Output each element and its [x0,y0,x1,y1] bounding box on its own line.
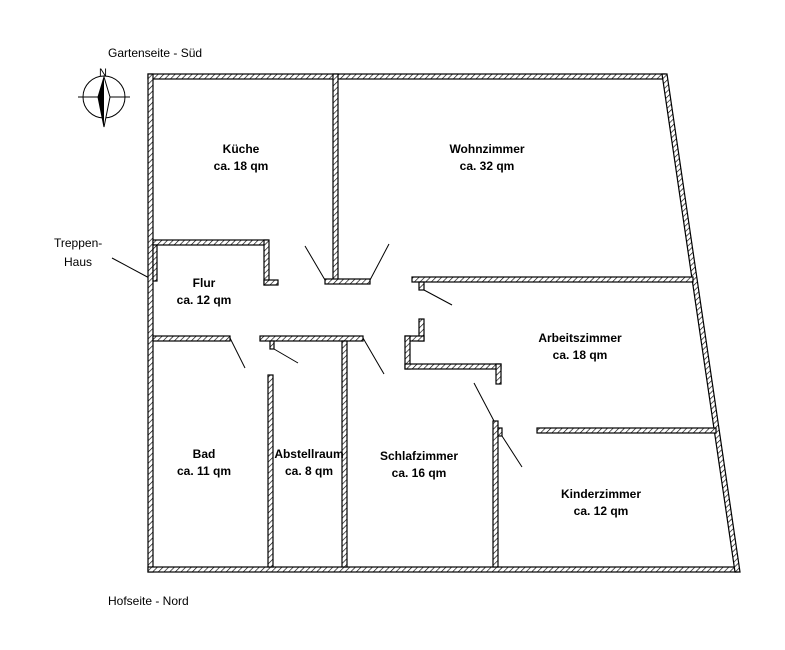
stair-label-line2: Haus [64,255,92,269]
room-kinderzimmer: Kinderzimmer ca. 12 qm [561,487,641,518]
room-area: ca. 16 qm [392,466,447,480]
compass-north-letter: N [99,67,107,79]
room-bad: Bad ca. 11 qm [177,447,231,478]
room-name: Küche [223,142,260,156]
room-arbeitszimmer: Arbeitszimmer ca. 18 qm [538,331,622,362]
door-lines [229,243,523,468]
room-area: ca. 12 qm [574,504,629,518]
interior-walls [152,73,717,568]
orientation-top-label: Gartenseite - Süd [108,46,202,60]
room-area: ca. 12 qm [177,293,232,307]
room-area: ca. 8 qm [285,464,333,478]
room-kueche: Küche ca. 18 qm [214,142,269,173]
room-area: ca. 18 qm [214,159,269,173]
room-name: Abstellraum [274,447,343,461]
outer-walls [147,73,741,573]
stair-leader-line [111,257,154,281]
room-flur: Flur ca. 12 qm [177,276,232,307]
stair-label-line1: Treppen- [54,236,102,250]
room-abstellraum: Abstellraum ca. 8 qm [274,447,343,478]
room-name: Bad [193,447,216,461]
room-name: Kinderzimmer [561,487,641,501]
room-name: Schlafzimmer [380,449,458,463]
room-wohnzimmer: Wohnzimmer ca. 32 qm [449,142,524,173]
orientation-bottom-label: Hofseite - Nord [108,594,189,608]
compass-icon: N [78,67,130,128]
room-name: Arbeitszimmer [538,331,622,345]
room-name: Flur [193,276,216,290]
room-area: ca. 18 qm [553,348,608,362]
room-name: Wohnzimmer [449,142,524,156]
room-area: ca. 11 qm [177,464,231,478]
room-schlafzimmer: Schlafzimmer ca. 16 qm [380,449,458,480]
room-area: ca. 32 qm [460,159,515,173]
